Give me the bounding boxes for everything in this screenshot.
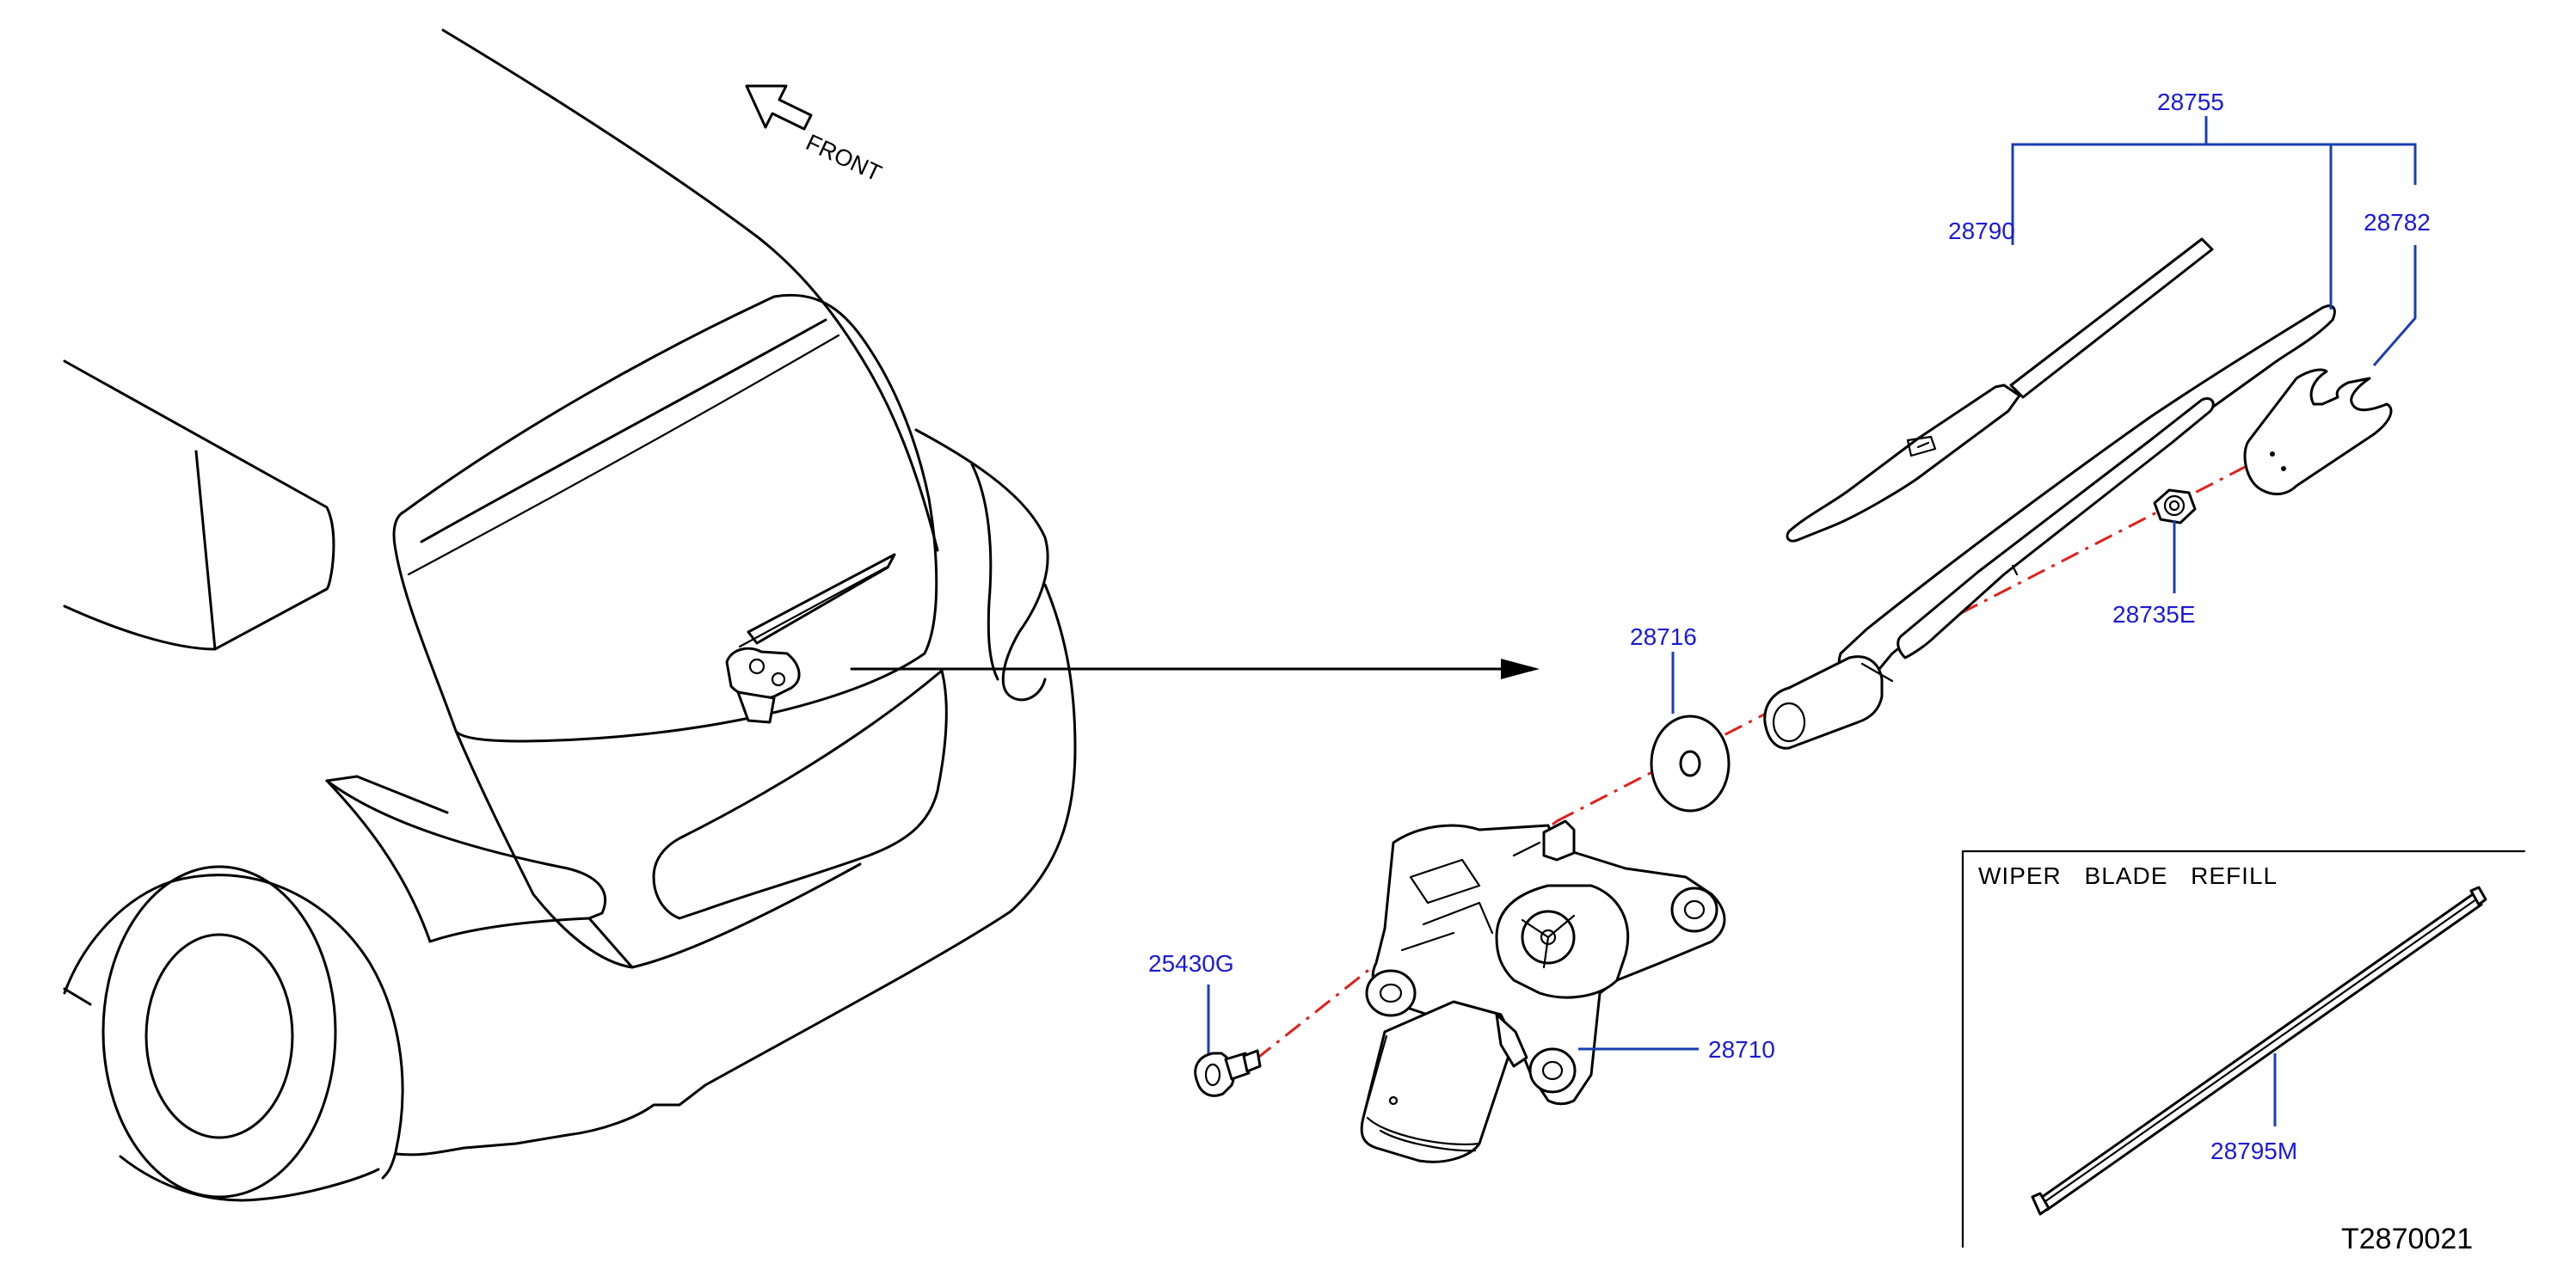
wiper-motor-part bbox=[1360, 819, 1726, 1163]
pivot-cap-part bbox=[2243, 368, 2393, 496]
grommet-right bbox=[1670, 886, 1718, 933]
callout-28790: 28790 bbox=[1948, 218, 2015, 244]
callout-28782: 28782 bbox=[2364, 209, 2431, 236]
grommet-left bbox=[1365, 969, 1417, 1017]
callout-25430G: 25430G bbox=[1148, 950, 1234, 977]
grommet-lower bbox=[1528, 1047, 1577, 1094]
nut-part bbox=[2153, 488, 2197, 525]
callout-28795M: 28795M bbox=[2210, 1138, 2297, 1164]
vehicle-outline bbox=[63, 28, 1540, 1202]
bolt-part bbox=[1194, 1049, 1262, 1097]
callout-28755: 28755 bbox=[2157, 89, 2224, 115]
front-label: FRONT bbox=[802, 129, 885, 186]
front-direction-arrow: FRONT bbox=[745, 84, 885, 187]
refill-strip-part bbox=[2031, 886, 2487, 1216]
inset-title: WIPER BLADE REFILL bbox=[1978, 862, 2278, 889]
callout-28735E: 28735E bbox=[2112, 601, 2196, 628]
diagram-code: T2870021 bbox=[2341, 1223, 2473, 1255]
refill-inset-box: WIPER BLADE REFILL 28795M bbox=[1961, 850, 2526, 1248]
wiper-blade-part bbox=[1786, 237, 2214, 543]
callout-28716: 28716 bbox=[1630, 623, 1697, 650]
callout-28710: 28710 bbox=[1708, 1036, 1775, 1063]
seal-washer-part bbox=[1650, 715, 1731, 813]
wiper-arm-part bbox=[1763, 304, 2336, 750]
